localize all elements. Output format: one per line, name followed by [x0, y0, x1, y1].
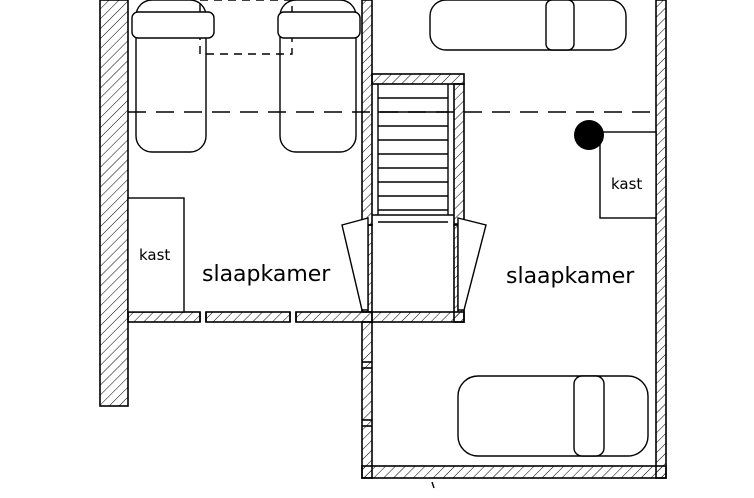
wall-left-outer [99, 0, 129, 407]
pillow-right-top [545, 0, 575, 51]
door-right-swing [457, 217, 487, 311]
bed-right-bottom [457, 375, 649, 457]
cabinet-right [599, 131, 657, 219]
bed-left-1 [135, 0, 207, 153]
wall-ticks [199, 312, 372, 427]
room-label-right: slaapkamer [506, 264, 635, 289]
wall-left-bedroom-bottom-a [127, 311, 201, 323]
pillow-left-2 [277, 11, 361, 39]
door-left-swing [341, 217, 369, 311]
pillow-left-1 [131, 11, 215, 39]
wall-left-bedroom-bottom-c [295, 311, 373, 323]
pillow-right-bottom [573, 375, 605, 457]
room-label-left: slaapkamer [202, 262, 331, 287]
wall-bottom [361, 465, 667, 479]
bed-left-2 [279, 0, 357, 153]
wall-center-lower [361, 321, 373, 479]
beds-left-room [131, 0, 361, 153]
bed-right-top [429, 0, 627, 51]
wall-stair-right [453, 83, 465, 225]
cabinet-label-left: kast [139, 246, 171, 264]
pipe-circle [574, 120, 604, 150]
wall-landing-bottom [371, 311, 465, 323]
bottom-tick [431, 481, 435, 489]
cabinet-label-right: kast [611, 175, 643, 193]
staircase [367, 84, 459, 312]
wall-right-outer [655, 0, 667, 479]
wall-stair-top [371, 73, 465, 85]
wall-left-bedroom-bottom-b [205, 311, 291, 323]
doors [341, 217, 487, 311]
furniture-right-room [429, 0, 657, 457]
cabinet-left [127, 197, 185, 313]
